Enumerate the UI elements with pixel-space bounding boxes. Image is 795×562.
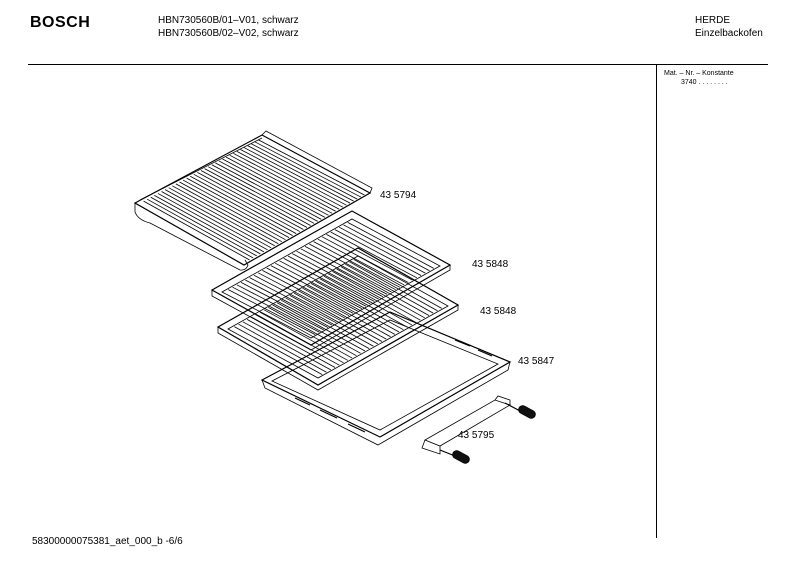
document-id: 58300000075381_aet_000_b -6/6 bbox=[32, 536, 183, 547]
konstante-value: 3740 . . . . . . . . bbox=[681, 79, 728, 86]
model-line-2: HBN730560B/02–V02, schwarz bbox=[158, 28, 299, 39]
part-grill-tray bbox=[133, 130, 373, 271]
part-number-wire-rack-upper: 43 5848 bbox=[472, 259, 509, 270]
subcategory-label: Einzelbackofen bbox=[695, 28, 763, 39]
model-line-1: HBN730560B/01–V01, schwarz bbox=[158, 15, 299, 26]
sidebar-divider bbox=[656, 64, 657, 538]
brand-logo: BOSCH bbox=[30, 14, 91, 31]
part-baking-tray bbox=[260, 311, 512, 446]
part-number-wire-rack-lower: 43 5848 bbox=[480, 306, 517, 317]
konstante-label: Mat. – Nr. – Konstante bbox=[664, 70, 734, 77]
part-tray-handle bbox=[421, 395, 536, 464]
header-divider bbox=[28, 64, 768, 65]
part-wire-rack-lower bbox=[216, 247, 460, 391]
part-number-baking-tray: 43 5847 bbox=[518, 356, 555, 367]
part-number-grill-tray: 43 5794 bbox=[380, 190, 417, 201]
part-number-tray-handle: 43 5795 bbox=[458, 430, 495, 441]
category-label: HERDE bbox=[695, 15, 731, 26]
